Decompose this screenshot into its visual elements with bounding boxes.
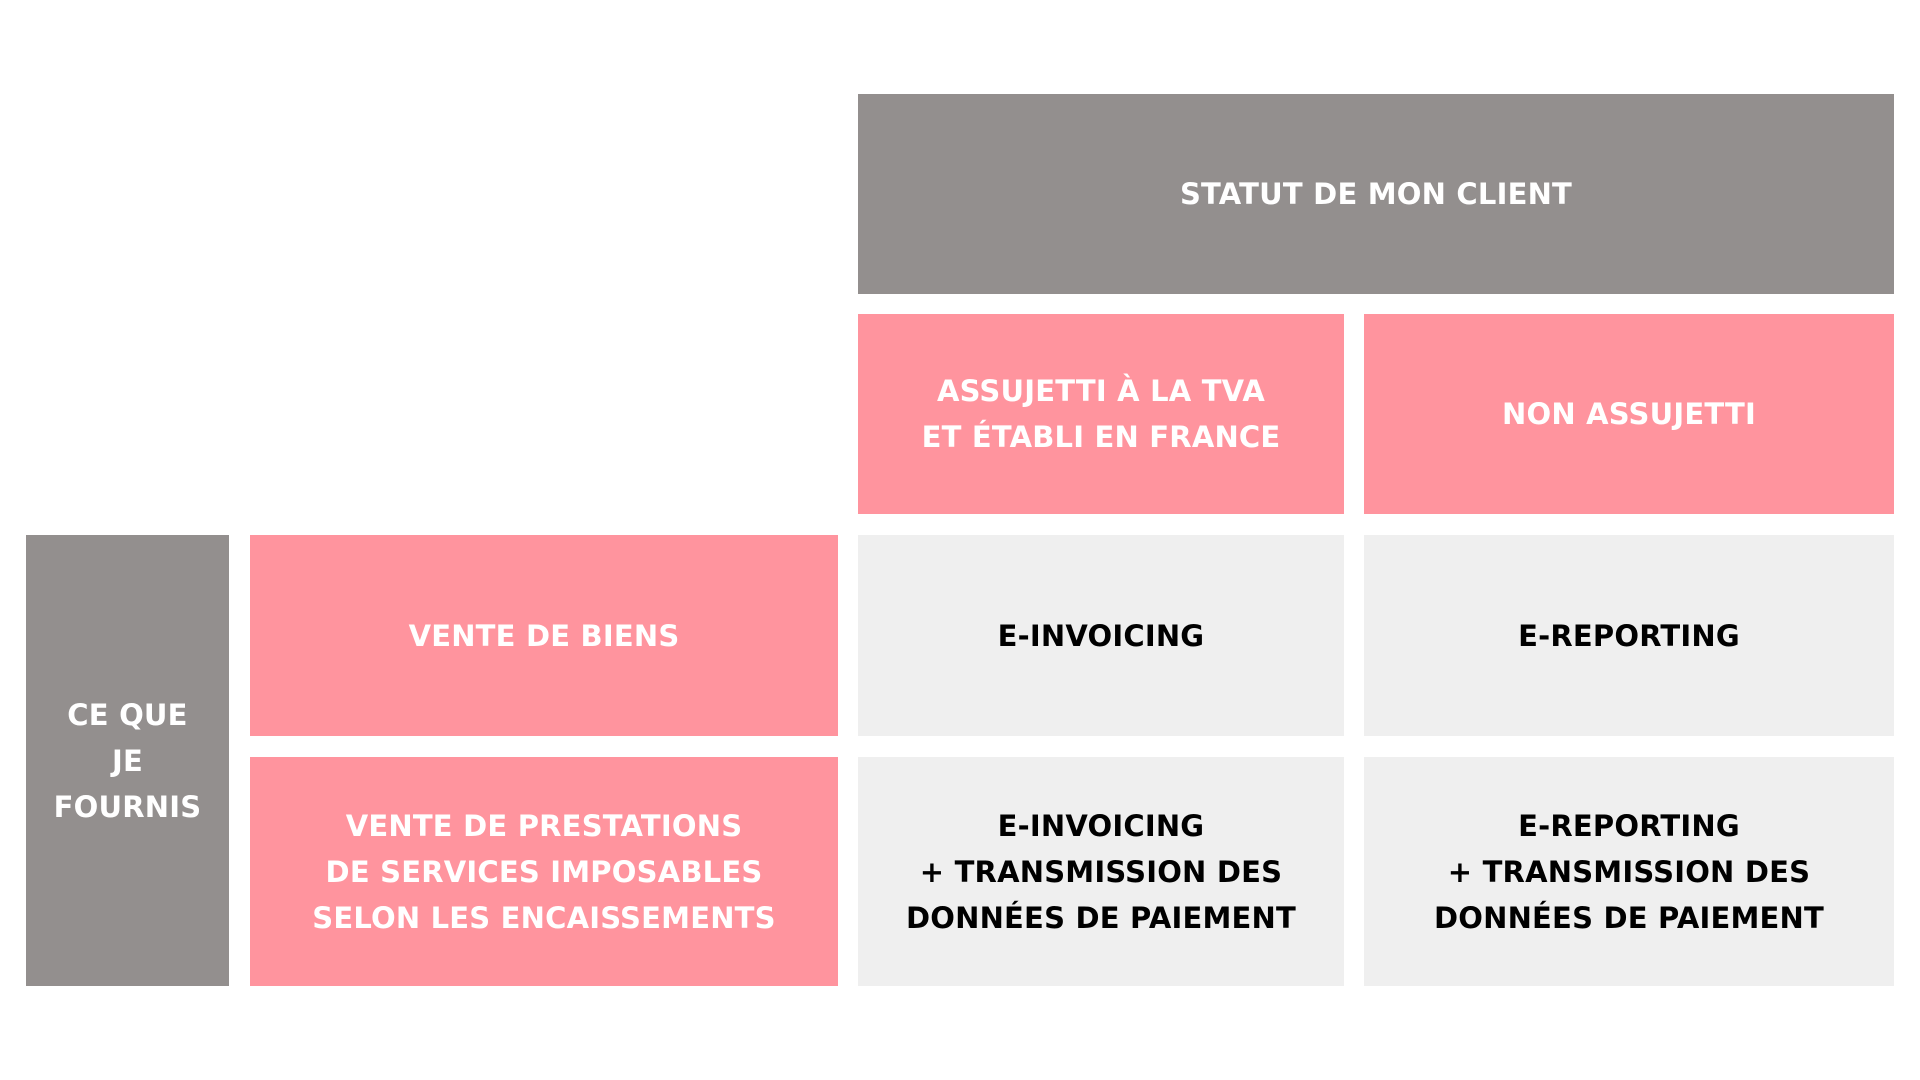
column-header-label: NON ASSUJETTI: [1502, 397, 1756, 431]
row-header-vente-biens: VENTE DE BIENS: [250, 535, 838, 736]
matrix-cell-biens-non-assujetti: E-REPORTING: [1364, 535, 1894, 736]
column-header-label: ASSUJETTI À LA TVA ET ÉTABLI EN FRANCE: [921, 374, 1281, 454]
matrix-cell-text: E-REPORTING + TRANSMISSION DES DONNÉES D…: [1433, 808, 1824, 935]
row-group-header-label: CE QUE JE FOURNIS: [53, 697, 202, 824]
row-header-vente-services: VENTE DE PRESTATIONS DE SERVICES IMPOSAB…: [250, 757, 838, 986]
matrix-cell-biens-assujetti: E-INVOICING: [858, 535, 1344, 736]
matrix-cell-text: E-INVOICING + TRANSMISSION DES DONNÉES D…: [905, 808, 1296, 935]
column-group-header: STATUT DE MON CLIENT: [858, 94, 1894, 294]
column-header-non-assujetti: NON ASSUJETTI: [1364, 314, 1894, 514]
row-header-label: VENTE DE BIENS: [408, 618, 680, 653]
matrix-cell-services-non-assujetti: E-REPORTING + TRANSMISSION DES DONNÉES D…: [1364, 757, 1894, 986]
matrix-cell-services-assujetti: E-INVOICING + TRANSMISSION DES DONNÉES D…: [858, 757, 1344, 986]
row-header-label: VENTE DE PRESTATIONS DE SERVICES IMPOSAB…: [312, 808, 776, 935]
matrix-cell-text: E-REPORTING: [1518, 618, 1740, 653]
row-group-header: CE QUE JE FOURNIS: [26, 535, 229, 986]
column-header-assujetti-tva: ASSUJETTI À LA TVA ET ÉTABLI EN FRANCE: [858, 314, 1344, 514]
column-group-header-label: STATUT DE MON CLIENT: [1179, 177, 1573, 211]
matrix-cell-text: E-INVOICING: [997, 618, 1205, 653]
